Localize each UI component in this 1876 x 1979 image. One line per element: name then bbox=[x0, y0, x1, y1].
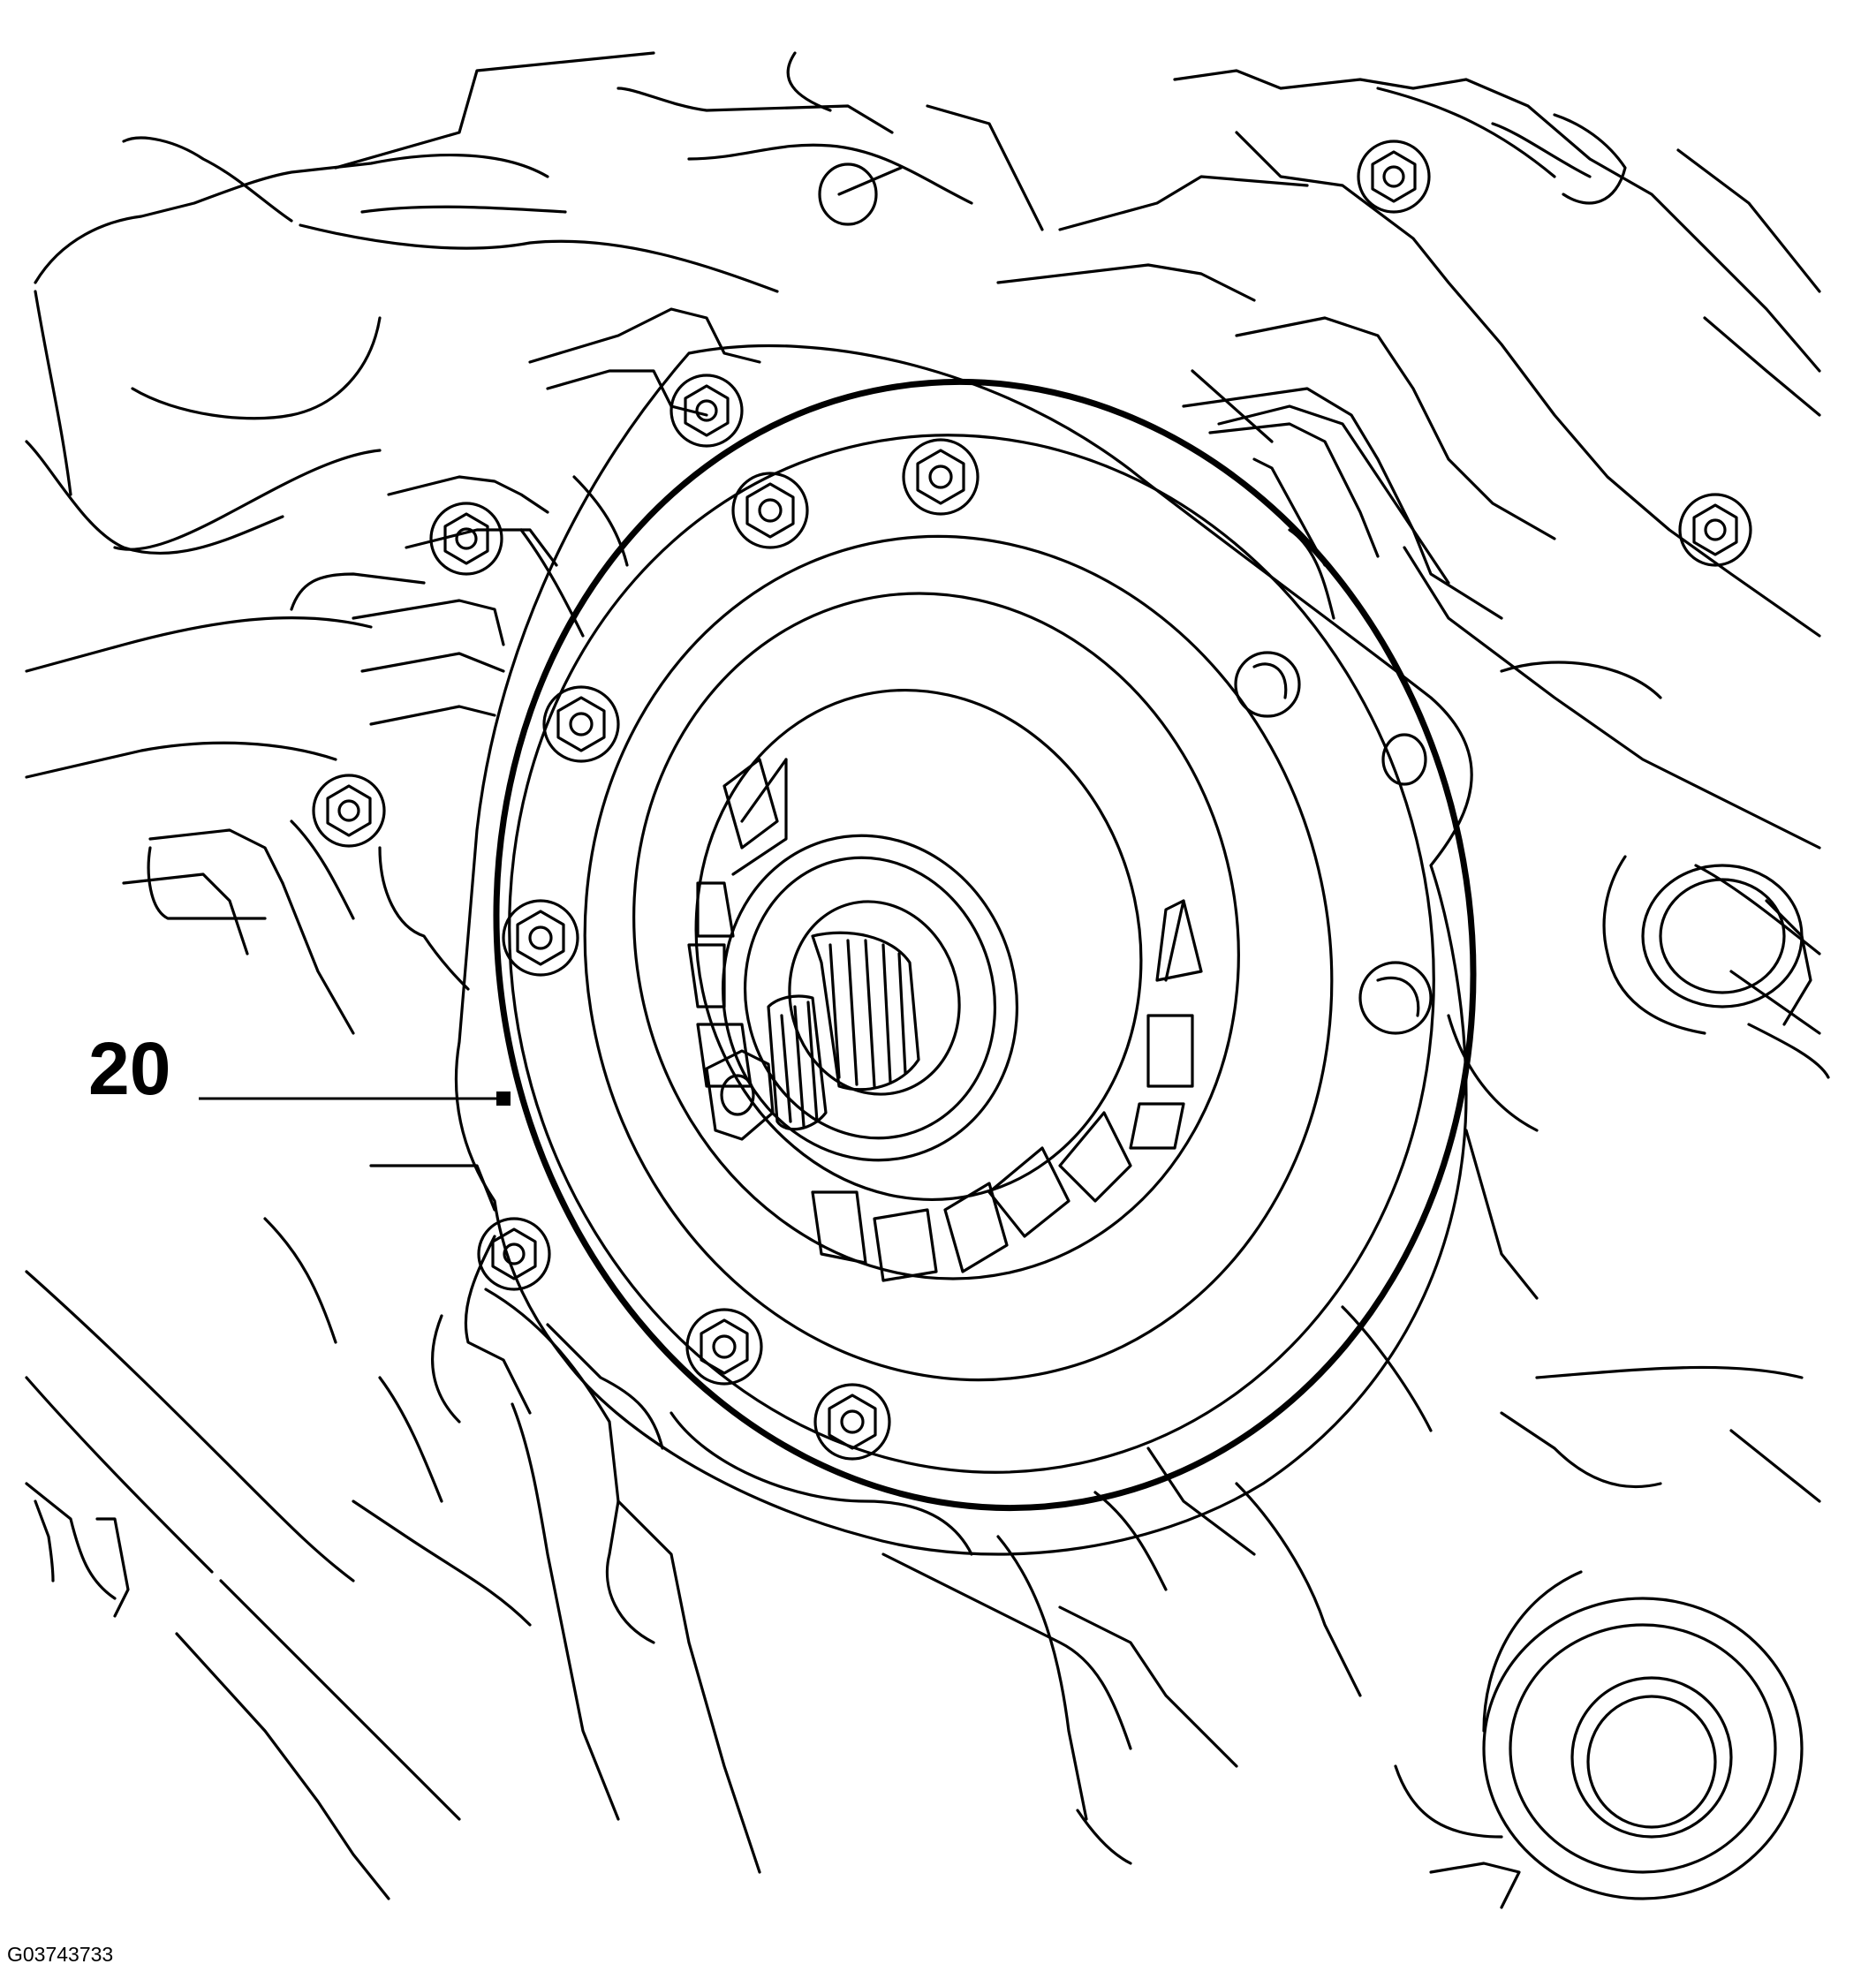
cover-bolts bbox=[502, 438, 1433, 1461]
figure-code: G03743733 bbox=[7, 1943, 114, 1966]
housing-outline bbox=[25, 51, 1821, 1909]
bolt-icon bbox=[1358, 961, 1433, 1035]
housing-window bbox=[1182, 387, 1503, 620]
oil-pump-cover bbox=[454, 344, 1473, 1556]
bolt-icon bbox=[1357, 140, 1431, 214]
locating-boss bbox=[818, 162, 903, 226]
bolt-icon bbox=[1678, 493, 1752, 567]
bolt-icon bbox=[731, 472, 809, 549]
bolt-icon bbox=[685, 1308, 763, 1386]
bolt-icon bbox=[477, 1217, 551, 1291]
side-plate-outline bbox=[147, 307, 761, 1424]
lower-right-seal bbox=[1482, 1570, 1804, 1900]
housing-bolts bbox=[312, 140, 1752, 1291]
callout-leader bbox=[199, 1091, 511, 1106]
bolt-icon bbox=[502, 899, 579, 977]
bolt-icon bbox=[542, 685, 620, 763]
right-recess bbox=[1602, 855, 1830, 1079]
bolt-icon bbox=[902, 438, 980, 516]
bolt-icon bbox=[429, 502, 503, 576]
callout-number: 20 bbox=[88, 1027, 171, 1110]
bolt-icon bbox=[312, 774, 386, 848]
bolt-icon bbox=[1234, 651, 1301, 718]
cover-gasket bbox=[493, 379, 1477, 1511]
bolt-icon bbox=[669, 374, 744, 448]
lower-left-bracket bbox=[378, 1288, 664, 1644]
bolt-icon bbox=[813, 1383, 891, 1461]
